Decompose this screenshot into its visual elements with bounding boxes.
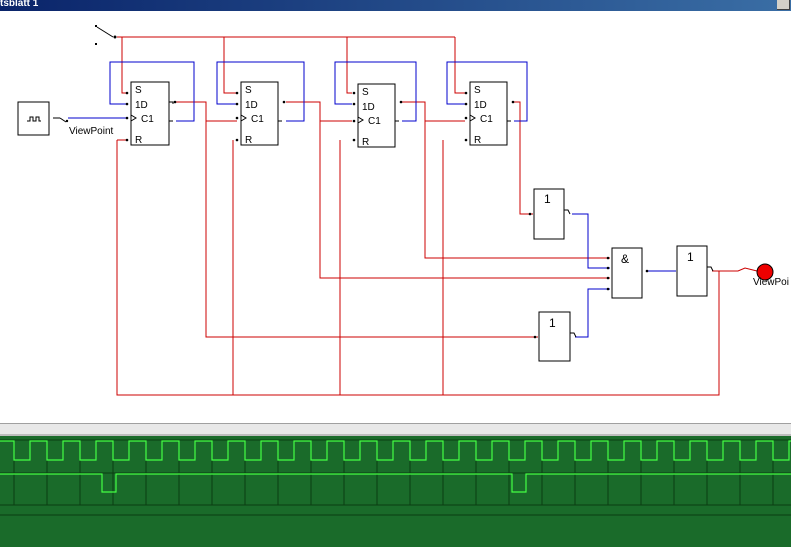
- inverter-bottom-label: 1: [549, 316, 556, 330]
- circuit-schematic: ViewPoint S 1D C1 R S 1D C1 R: [17, 25, 789, 396]
- inverter-top[interactable]: 1: [528, 188, 571, 240]
- timing-diagram: [0, 436, 791, 547]
- pin-c-label: C1: [480, 114, 493, 125]
- clock-trace: [0, 440, 791, 461]
- flipflop-3[interactable]: S 1D C1 R: [352, 83, 403, 148]
- q-wire-ff2: [286, 101, 352, 122]
- flipflop-4[interactable]: S 1D C1 R: [464, 81, 515, 146]
- inv-bottom-out: [575, 288, 610, 338]
- set-wire-ff4: [454, 37, 465, 94]
- inverter-out[interactable]: 1: [676, 245, 714, 297]
- q-wire-ff3: [402, 101, 465, 122]
- square-wave-icon[interactable]: [17, 101, 50, 136]
- title-bar: tsblatt 1: [0, 0, 791, 11]
- viewpoint-output-label: ViewPoi: [753, 277, 789, 288]
- pin-r-label: R: [135, 135, 142, 146]
- timing-background: [0, 436, 791, 547]
- pin-d-label: 1D: [245, 100, 258, 111]
- flipflop-1[interactable]: S 1D C1 R: [125, 81, 177, 146]
- reset-bus: [116, 140, 720, 396]
- pin-c-label: C1: [251, 114, 264, 125]
- red-wires: [116, 36, 758, 396]
- blue-wires: [68, 61, 676, 338]
- red-lamp-icon[interactable]: [756, 263, 774, 281]
- feedback-ff4: [446, 61, 528, 122]
- pin-r-label: R: [362, 137, 369, 148]
- set-wire-ff3: [346, 37, 352, 94]
- pin-c-label: C1: [141, 114, 154, 125]
- output-trace: [0, 473, 791, 493]
- pin-d-label: 1D: [135, 100, 148, 111]
- q-wire-ff1: [176, 101, 237, 122]
- inv-top-out: [572, 213, 610, 269]
- switch-icon[interactable]: [53, 117, 69, 123]
- and-gate[interactable]: &: [606, 247, 649, 299]
- window-title: tsblatt 1: [0, 0, 39, 9]
- pin-s-label: S: [474, 85, 481, 96]
- and-in-3: [319, 121, 610, 279]
- flipflop-2[interactable]: S 1D C1 R: [235, 81, 286, 146]
- inverter-top-label: 1: [544, 192, 551, 206]
- clock-waveform: [0, 440, 791, 461]
- q-wire-ff4: [514, 101, 533, 215]
- pin-d-label: 1D: [474, 100, 487, 111]
- pane-divider-line: [0, 434, 791, 436]
- pin-s-label: S: [135, 85, 142, 96]
- pin-s-label: S: [245, 85, 252, 96]
- lamp-wire: [719, 267, 758, 272]
- and-in-1: [424, 121, 610, 259]
- pane-separator[interactable]: [0, 423, 791, 434]
- and-gate-label: &: [621, 252, 629, 266]
- feedback-ff3: [334, 61, 417, 122]
- feedback-ff2: [216, 61, 305, 122]
- pin-s-label: S: [362, 87, 369, 98]
- set-wire-ff1: [121, 37, 127, 94]
- bottom-inv-in: [205, 121, 538, 338]
- pin-d-label: 1D: [362, 102, 375, 113]
- pin-c-label: C1: [368, 116, 381, 127]
- inverter-out-label: 1: [687, 250, 694, 264]
- viewpoint-input-label: ViewPoint: [69, 126, 114, 137]
- switch-icon[interactable]: [95, 25, 117, 45]
- output-waveform: [0, 473, 791, 493]
- inverter-bottom[interactable]: 1: [533, 311, 577, 362]
- pin-r-label: R: [245, 135, 252, 146]
- window-control-button[interactable]: [777, 0, 790, 10]
- feedback-ff1: [109, 61, 195, 122]
- set-wire-ff2: [223, 37, 237, 94]
- pin-r-label: R: [474, 135, 481, 146]
